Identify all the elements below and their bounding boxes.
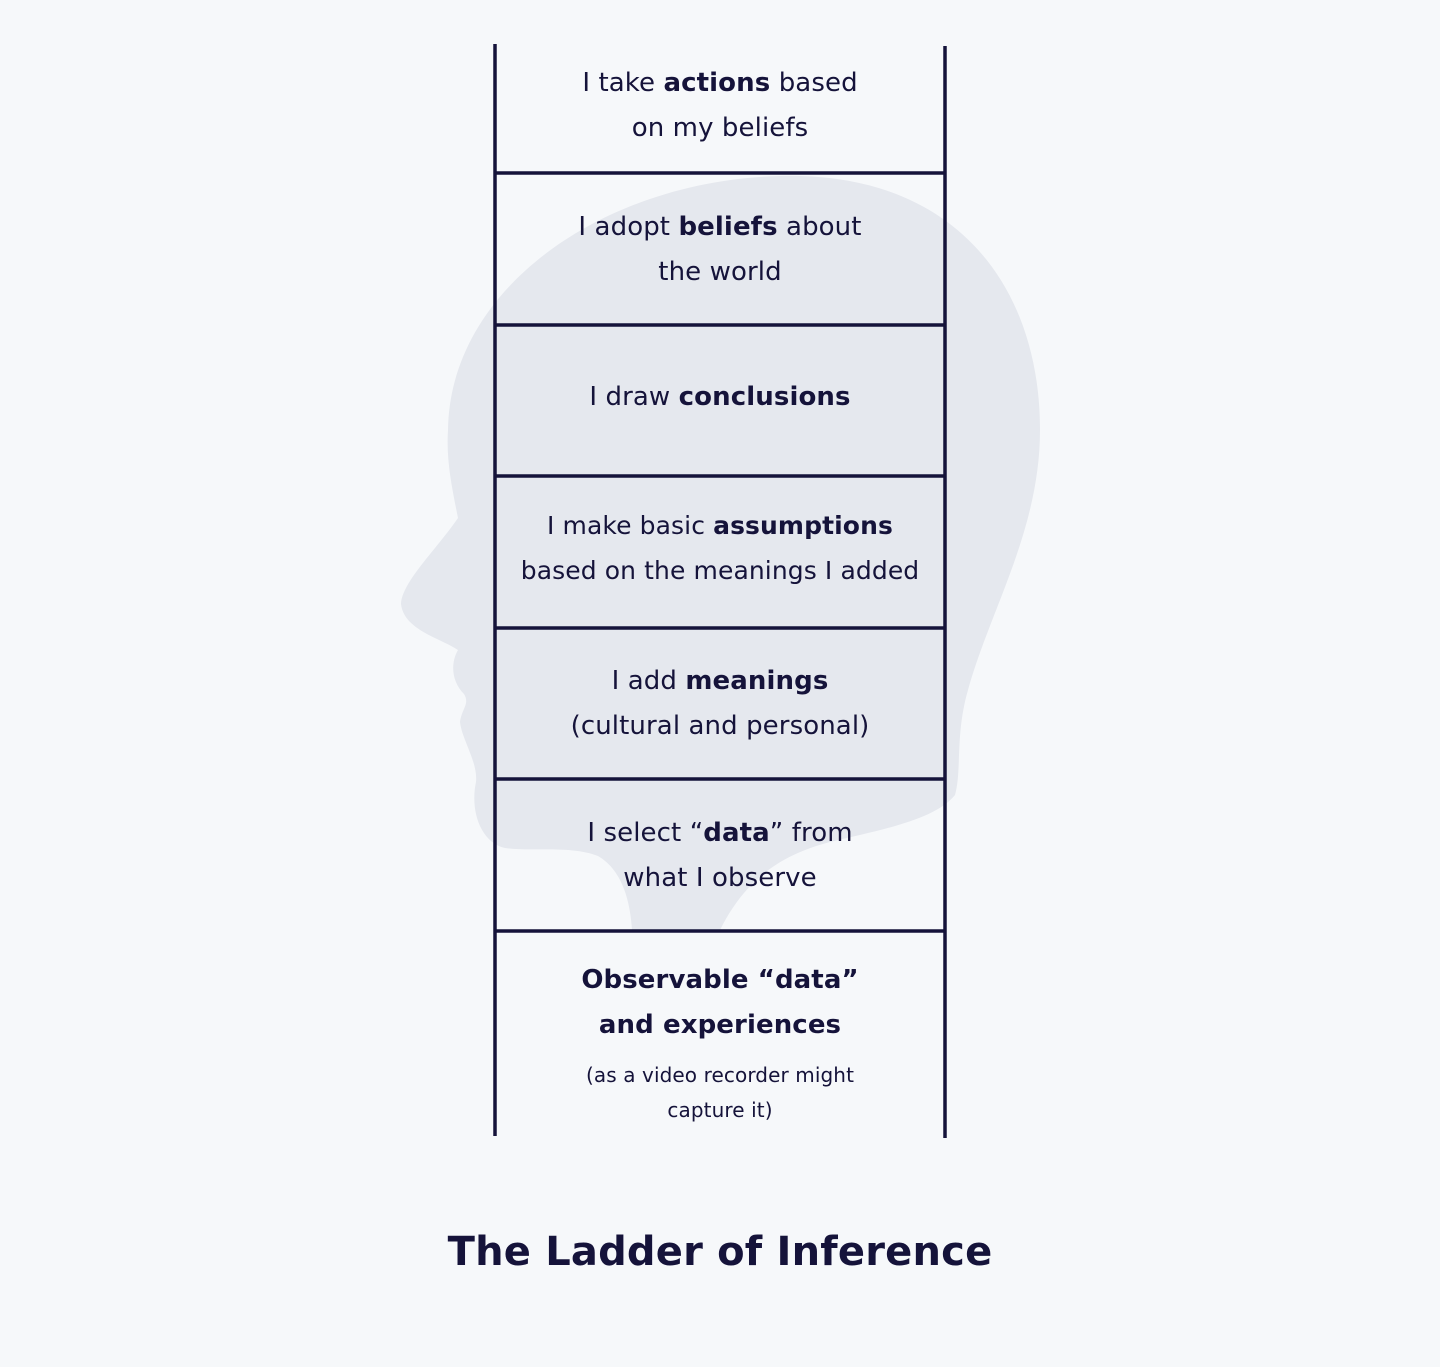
- step-keyword: meanings: [685, 666, 829, 696]
- step-assumptions: I make basic assumptions based on the me…: [490, 503, 950, 593]
- step-keyword: conclusions: [678, 382, 851, 412]
- step-text: about: [777, 212, 862, 242]
- step-text: I make basic: [547, 511, 714, 540]
- step-select-data: I select “data” from what I observe: [496, 811, 944, 901]
- step-keyword: assumptions: [713, 511, 893, 540]
- step-assumptions-line-2: based on the meanings I added: [520, 556, 920, 585]
- step-actions-line-2: on my beliefs: [631, 113, 809, 143]
- step-observable-line-2: and experiences: [598, 1010, 842, 1040]
- step-select-data-line-1: I select “data” from: [496, 811, 944, 856]
- step-observable-line-1: Observable “data”: [581, 965, 859, 995]
- step-text: ” from: [769, 818, 853, 848]
- step-keyword: beliefs: [678, 212, 778, 242]
- step-text: I take: [582, 68, 664, 98]
- step-text: based: [770, 68, 858, 98]
- step-text: I adopt: [578, 212, 679, 242]
- step-beliefs-line-1: I adopt beliefs about: [496, 205, 944, 250]
- step-keyword: data: [703, 818, 770, 848]
- step-text: I select “: [587, 818, 704, 848]
- step-observable-data: Observable “data” and experiences (as a …: [496, 958, 944, 1128]
- step-beliefs-line-2: the world: [658, 257, 782, 287]
- step-meanings-line-2: (cultural and personal): [570, 711, 870, 741]
- step-meanings: I add meanings (cultural and personal): [496, 659, 944, 749]
- step-observable-note-line-2: capture it): [667, 1098, 773, 1122]
- step-observable-note-line-1: (as a video recorder might: [585, 1063, 855, 1087]
- step-assumptions-line-1: I make basic assumptions: [490, 503, 950, 548]
- step-select-data-line-2: what I observe: [623, 863, 817, 893]
- step-actions-line-1: I take actions based: [496, 61, 944, 106]
- step-text: I draw: [589, 382, 679, 412]
- head-silhouette-shape: [401, 175, 1040, 931]
- step-observable-note: (as a video recorder might capture it): [496, 1058, 944, 1128]
- step-conclusions: I draw conclusions: [496, 375, 944, 420]
- step-keyword: actions: [663, 68, 771, 98]
- step-actions: I take actions based on my beliefs: [496, 61, 944, 151]
- step-text: I add: [611, 666, 686, 696]
- step-conclusions-line-1: I draw conclusions: [496, 375, 944, 420]
- diagram-title: The Ladder of Inference: [447, 1229, 993, 1275]
- step-beliefs: I adopt beliefs about the world: [496, 205, 944, 295]
- step-meanings-line-1: I add meanings: [496, 659, 944, 704]
